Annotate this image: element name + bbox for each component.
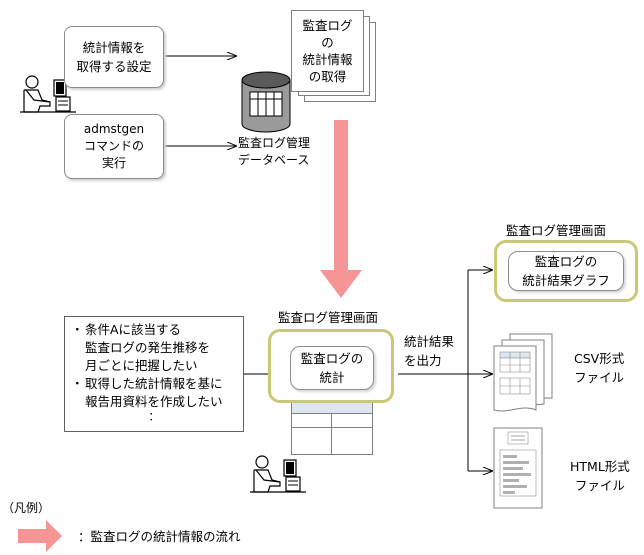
center-window-hline (291, 427, 372, 428)
right-screen-text: 監査ログの (534, 254, 598, 269)
settings-box: 統計情報を 取得する設定 (64, 26, 164, 88)
center-screen-text: 監査ログの (300, 351, 364, 366)
requirements-note: ・ 条件Aに該当する 監査ログの発生推移を 月ごとに把握したい ・ 取得した統計… (64, 316, 244, 432)
html-file-icon (493, 427, 543, 509)
user-at-terminal-icon (20, 75, 76, 113)
note-bullet: ・ (71, 322, 84, 337)
note-text: 報告用資料を作成したい (85, 394, 223, 409)
user-at-terminal-icon (250, 455, 306, 493)
command-name: admstgen (83, 122, 145, 136)
center-window-divider (331, 414, 332, 454)
center-screen-text: 統計 (319, 370, 345, 385)
note-text: 取得した統計情報を基に (85, 376, 223, 391)
collect-doc-text: の取得 (308, 69, 347, 84)
collect-doc-text: の (321, 35, 334, 50)
flow-arrow-database-to-screen (320, 120, 362, 298)
note-text: 監査ログの発生推移を (85, 340, 211, 355)
note-item: ・ 取得した統計情報を基に 報告用資料を作成したい (71, 375, 237, 411)
settings-text: 取得する設定 (76, 59, 152, 74)
html-file-label-text: HTML形式 (570, 459, 630, 474)
note-ellipsis: ： (148, 410, 160, 423)
legend-title: （凡例） (2, 501, 51, 515)
command-text: 実行 (101, 156, 126, 170)
csv-file-label-text: CSV形式 (574, 351, 625, 366)
csv-file-label-text: ファイル (574, 370, 625, 385)
csv-file-label: CSV形式 ファイル (574, 349, 624, 387)
center-screen-title: 監査ログ管理画面 (278, 310, 379, 325)
database-label-text: 監査ログ管理 (238, 136, 311, 150)
database-label-text: データベース (238, 153, 310, 167)
collect-doc-text: 統計情報 (302, 52, 353, 67)
command-text: コマンドの (83, 139, 144, 153)
output-label-text: 統計結果 (404, 334, 455, 349)
csv-file-icon (493, 333, 553, 412)
collect-doc-text: 監査ログ (302, 18, 353, 33)
right-screen-title: 監査ログ管理画面 (506, 223, 607, 238)
right-screen-text: 統計結果グラフ (522, 273, 610, 288)
command-box: admstgen コマンドの 実行 (64, 114, 164, 179)
html-file-label-text: ファイル (574, 478, 625, 493)
database-icon (241, 71, 291, 133)
output-label: 統計結果 を出力 (404, 332, 454, 370)
collect-doc: 監査ログ の 統計情報 の取得 (291, 10, 364, 92)
output-label-text: を出力 (404, 353, 442, 368)
database-label: 監査ログ管理 データベース (238, 135, 310, 169)
center-window-titlebar (291, 403, 373, 414)
note-bullet: ・ (71, 376, 84, 391)
legend-flow-arrow (18, 520, 62, 552)
legend-description: ：監査ログの統計情報の流れ (78, 529, 241, 544)
note-text: 月ごとに把握したい (85, 358, 198, 373)
note-item: ・ 条件Aに該当する 監査ログの発生推移を 月ごとに把握したい (71, 321, 237, 375)
note-text: 条件Aに該当する (85, 322, 182, 337)
html-file-label: HTML形式 ファイル (570, 457, 630, 495)
settings-text: 統計情報を (82, 40, 146, 55)
right-screen-panel: 監査ログの 統計結果グラフ (508, 251, 624, 291)
center-screen-panel: 監査ログの 統計 (290, 346, 374, 390)
center-window-body (291, 414, 373, 455)
